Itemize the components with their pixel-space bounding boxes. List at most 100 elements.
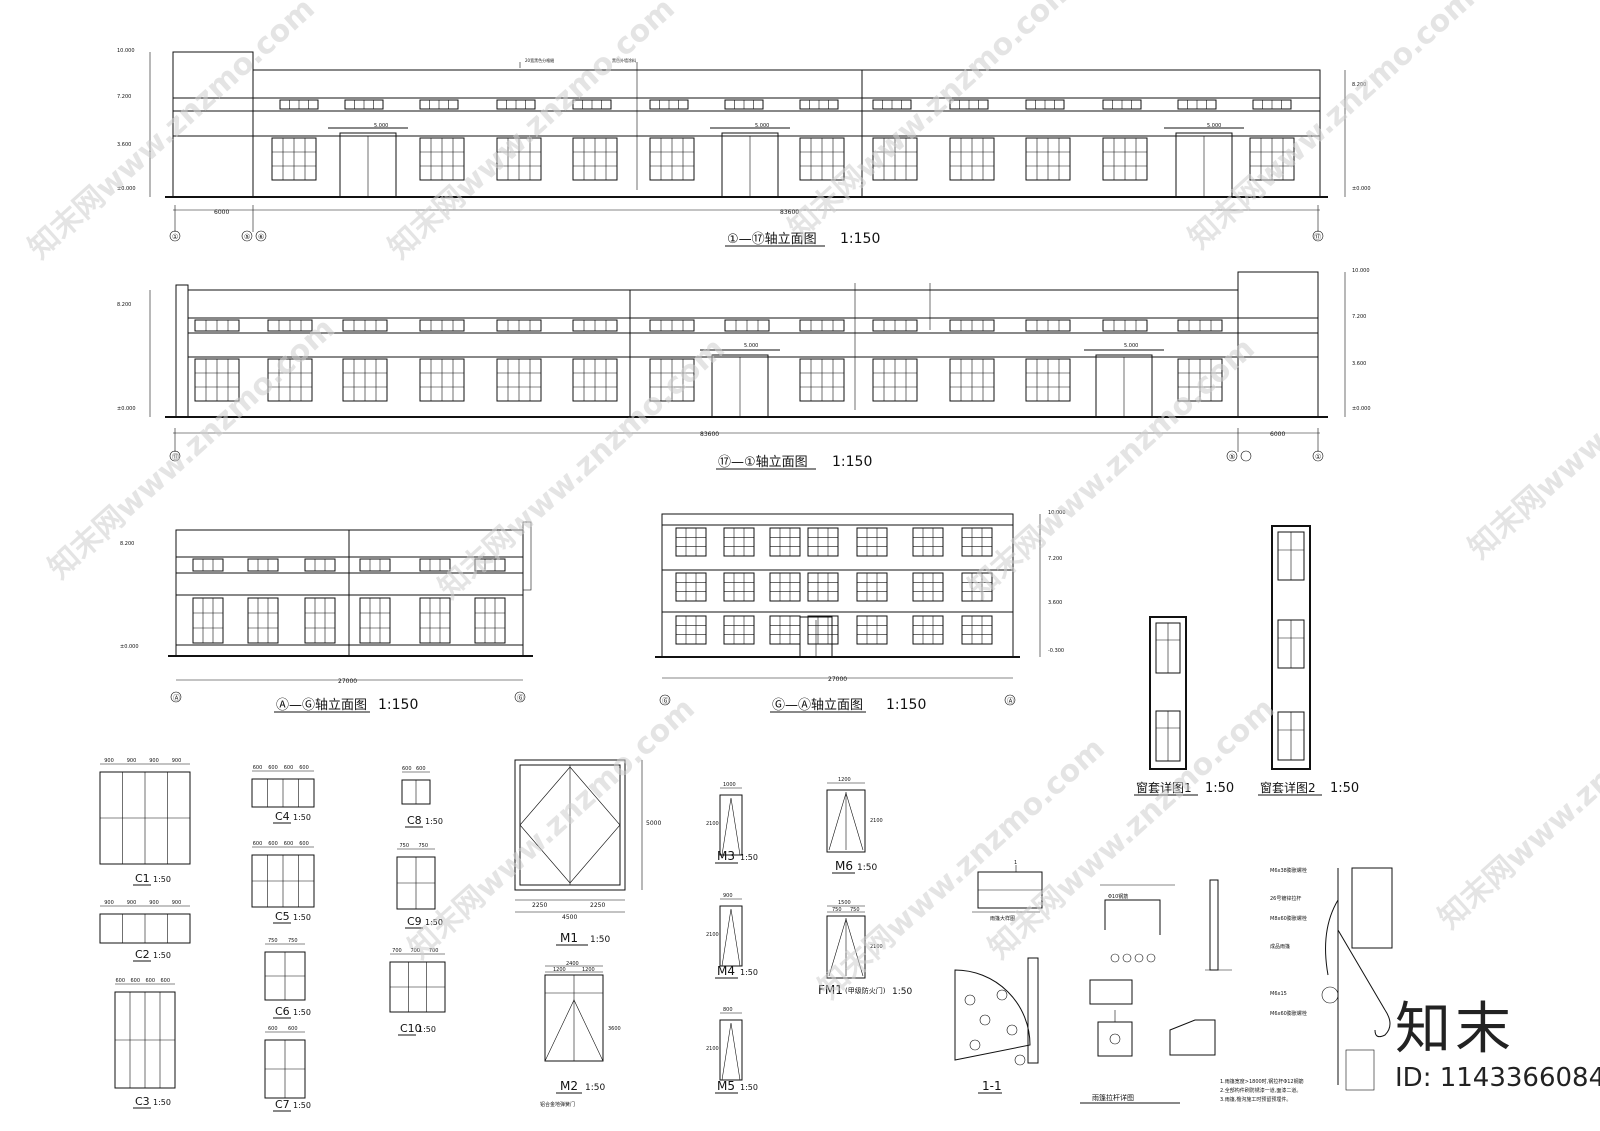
e2-canopy-1: 5.000 [744, 343, 758, 349]
e2-lower-window [949, 358, 995, 402]
e2-dim-2: 6000 [1270, 431, 1285, 438]
e4-window [912, 615, 944, 645]
window-dim: 600 [253, 765, 263, 771]
m2-dim-1: 1200 [553, 967, 566, 973]
window-dim: 600 [116, 978, 126, 984]
e3-lower-window [304, 597, 336, 644]
watermark-text: 知末网www.znzmo.com [402, 691, 702, 966]
m6-height: 2100 [870, 818, 883, 824]
window-label: C8 [407, 814, 422, 827]
e1-upper-window [872, 99, 912, 110]
section-title: 1-1 [982, 1079, 1002, 1093]
window-c2 [99, 913, 191, 944]
window-scale: 1:50 [153, 1098, 171, 1107]
e4-window [961, 527, 993, 557]
e4-axis-1: Ⓖ [662, 697, 669, 705]
e3-upper-window [304, 558, 336, 572]
window-dim: 750 [419, 843, 429, 849]
fm1-scale: 1:50 [892, 987, 912, 997]
m2-dim-3: 2400 [566, 961, 579, 967]
tie-label-1: M6x38膨胀螺栓 [1270, 867, 1307, 874]
canopy-title: 雨篷拉杆详图 [1092, 1093, 1134, 1102]
e4-window [961, 572, 993, 602]
e4-axis-2: Ⓐ [1007, 697, 1014, 705]
e3-upper-window [192, 558, 224, 572]
e3-upper-window [247, 558, 279, 572]
window-dim: 600 [416, 766, 426, 772]
window-dim: 600 [402, 766, 412, 772]
e4-window [856, 572, 888, 602]
window-dim: 600 [146, 978, 156, 984]
window-scale: 1:50 [425, 918, 443, 927]
window-dim: 900 [127, 900, 137, 906]
window-label: C7 [275, 1098, 290, 1111]
e1-lower-window [572, 137, 618, 181]
m2-label: M2 [560, 1079, 578, 1093]
window-c6 [264, 951, 306, 1001]
door-m6: 1200 2100 M6 1:50 [826, 777, 883, 874]
e3-lower-window [474, 597, 506, 644]
window-dim: 600 [131, 978, 141, 984]
e1-lower-window [496, 137, 542, 181]
window-dim: 750 [400, 843, 410, 849]
e4-level-3: 3.600 [1048, 600, 1062, 606]
e2-lower-window [419, 358, 465, 402]
e2-upper-window [949, 319, 995, 332]
e4-window [769, 615, 801, 645]
window-label: C1 [135, 872, 150, 885]
e1-canopy-3: 5.000 [1207, 123, 1221, 129]
e3-title: Ⓐ—Ⓖ轴立面图 [276, 698, 367, 713]
e1-axis-1: ① [172, 233, 178, 241]
e2-upper-window [496, 319, 542, 332]
e3-lower-window [247, 597, 279, 644]
e2-upper-window [194, 319, 240, 332]
e1-upper-window [1252, 99, 1292, 110]
e3-lower-window [419, 597, 451, 644]
window-c10 [389, 961, 446, 1013]
e1-axis-4: ⑰ [1314, 233, 1321, 241]
tie-label-5: M6x60膨胀螺栓 [1270, 1010, 1307, 1017]
e2-upper-window [724, 319, 770, 332]
canopy-rod-detail: Φ10钢筋 雨篷拉杆详图 [1080, 879, 1232, 1104]
door-scale: 1:50 [740, 968, 758, 977]
e4-window [856, 615, 888, 645]
m2-dim-2: 1200 [582, 967, 595, 973]
m6-dim: 1200 [838, 777, 851, 783]
section-1-1: 1 雨篷大样图 1-1 [954, 860, 1043, 1094]
e2-level-2: ±0.000 [117, 406, 136, 412]
e3-upper-window [359, 558, 391, 572]
m2-scale: 1:50 [585, 1083, 605, 1093]
window-label: C3 [135, 1095, 150, 1108]
window-label: C5 [275, 910, 290, 923]
e2-lower-window [649, 358, 695, 402]
e1-level-3: 3.600 [117, 142, 131, 148]
window-c4 [251, 778, 315, 808]
logo-text: 知末 [1395, 997, 1515, 1062]
window-dim: 600 [288, 1026, 298, 1032]
e3-axis-1: Ⓐ [173, 694, 180, 702]
e4-dim: 27000 [828, 676, 847, 683]
e1-lower-window [1025, 137, 1071, 181]
e2-axis-2: ⑤ [1229, 453, 1235, 461]
e1-upper-window [949, 99, 989, 110]
window-dim: 700 [411, 948, 421, 954]
watermark-text: 知末网www.znzmo.com [432, 331, 732, 606]
e2-lower-window [1025, 358, 1071, 402]
fm1-dim-2: 750 [850, 907, 860, 913]
window-dim: 900 [104, 758, 114, 764]
window-dim: 750 [288, 938, 298, 944]
e1-upper-window [1025, 99, 1065, 110]
door-m2: 1200 1200 2400 3600 M2 1:50 铝合金地弹簧门 [540, 961, 621, 1108]
e2-axis-1: ⑰ [172, 453, 179, 461]
e2-lower-window [572, 358, 618, 402]
e1-canopy-2: 5.000 [755, 123, 769, 129]
e2-upper-window [872, 319, 918, 332]
window-c9 [396, 856, 436, 910]
window-dim: 600 [268, 1026, 278, 1032]
e1-lower-window [799, 137, 845, 181]
window-dim: 600 [268, 765, 278, 771]
e1-rlevel-1: 8.200 [1352, 82, 1366, 88]
section-sub: 雨篷大样图 [990, 915, 1015, 922]
window-c8 [401, 779, 431, 805]
